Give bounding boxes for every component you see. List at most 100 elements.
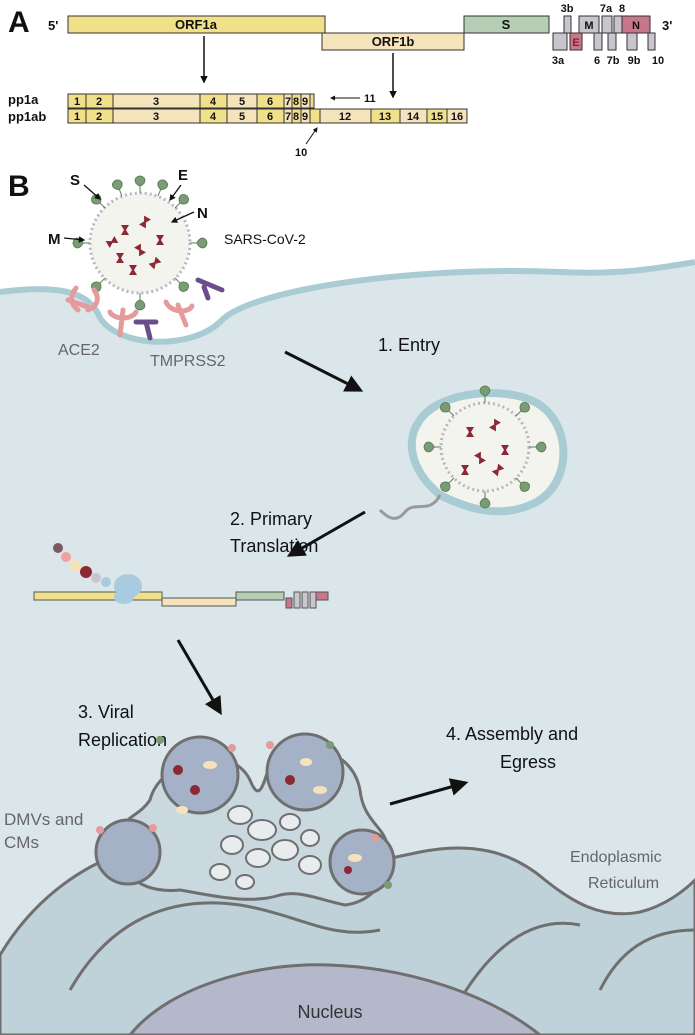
pp1a-seg-4: 4 xyxy=(210,96,217,108)
orf1a-block xyxy=(67,15,326,34)
nucleus xyxy=(128,963,543,1035)
orf3b-block xyxy=(563,15,572,34)
m-protein-pointer xyxy=(63,236,86,243)
pp1a-seg-8: 8 xyxy=(293,96,299,108)
tmprss2-label: TMPRSS2 xyxy=(150,353,226,370)
orf6-label: 6 xyxy=(594,55,600,67)
ribosome-with-polypeptide xyxy=(53,543,142,604)
double-membrane-vesicle-3 xyxy=(94,818,162,886)
orf8-label: 8 xyxy=(619,3,625,15)
step3-label-line1: 3. Viral xyxy=(78,702,134,722)
sars-cov-2-virion xyxy=(72,175,208,311)
double-membrane-vesicle-4 xyxy=(328,828,396,896)
s-protein-pointer xyxy=(83,184,101,200)
orf1b-label: ORF1b xyxy=(372,34,415,49)
three-prime-label: 3' xyxy=(662,18,672,33)
orf3a-block xyxy=(552,32,568,51)
nsp10-pointer xyxy=(305,127,318,145)
ace2-receptors xyxy=(65,285,195,338)
step1-label: 1. Entry xyxy=(378,335,440,355)
s-gene-block xyxy=(463,15,550,34)
er-label-line2: Reticulum xyxy=(588,875,659,892)
pp1ab-seg-7: 7 xyxy=(285,111,291,123)
pp1ab-seg-3: 3 xyxy=(153,111,159,123)
pp1ab-nsp16 xyxy=(446,108,468,124)
nucleus-label: Nucleus xyxy=(297,1002,362,1022)
orf10-label: 10 xyxy=(652,55,664,67)
orf7b-block xyxy=(607,32,617,51)
step4-label-line2: Egress xyxy=(500,752,556,772)
m-protein-label: M xyxy=(48,231,61,248)
step4-label-line1: 4. Assembly and xyxy=(446,724,578,744)
pp1ab-seg-1: 1 xyxy=(74,111,80,123)
pp1ab-seg-9: 9 xyxy=(302,111,308,123)
s-gene-label: S xyxy=(502,17,511,32)
er-cisterna-1 xyxy=(68,901,381,991)
n-protein-pointer xyxy=(170,211,195,223)
orf8-block xyxy=(613,15,623,34)
pp1a-seg-6: 6 xyxy=(267,96,273,108)
orf9b-block xyxy=(626,32,638,51)
dmv-label-line1: DMVs and xyxy=(4,810,83,829)
orf7b-label: 7b xyxy=(607,55,620,67)
m-gene-block xyxy=(578,15,600,34)
e-gene-block xyxy=(569,32,583,51)
pp1a-seg-1: 1 xyxy=(74,96,80,108)
dmv-label-line2: CMs xyxy=(4,833,39,852)
viral-rna-strand xyxy=(378,494,442,520)
pp1a-nsp11 xyxy=(309,93,315,109)
step2-label-line1: 2. Primary xyxy=(230,509,312,529)
pp1a-seg-5: 5 xyxy=(239,96,245,108)
pp1a-label: pp1a xyxy=(8,92,39,107)
panel-b: B xyxy=(0,167,695,1035)
ace2-label: ACE2 xyxy=(58,342,100,359)
pp1a-bar xyxy=(67,93,315,109)
five-prime-label: 5' xyxy=(48,18,58,33)
pp1ab-seg-5: 5 xyxy=(239,111,245,123)
orf1b-block xyxy=(321,32,465,51)
egress-arrow xyxy=(389,778,469,806)
panel-a-label: A xyxy=(8,6,30,39)
pp1a-seg-7: 7 xyxy=(285,96,291,108)
orf10-block xyxy=(647,32,656,51)
pp1ab-seg-15: 15 xyxy=(431,111,443,123)
pp1ab-nsp10 xyxy=(309,108,321,124)
panel-b-label: B xyxy=(8,170,30,203)
e-protein-label: E xyxy=(178,167,188,184)
orf1a-label: ORF1a xyxy=(175,17,218,32)
virus-name-label: SARS-CoV-2 xyxy=(224,231,306,247)
orf3a-label: 3a xyxy=(552,55,565,67)
pp1ab-label: pp1ab xyxy=(8,109,46,124)
entry-arrow xyxy=(284,350,364,392)
panel-a: A 5' 3' ORF1a ORF1b S E M N 3b 7a 8 3a 6 xyxy=(8,3,672,159)
er-cisterna-2 xyxy=(458,921,581,1001)
pp1a-seg-2: 2 xyxy=(96,96,102,108)
e-protein-pointer xyxy=(169,184,182,202)
pp1ab-seg-14: 14 xyxy=(407,111,420,123)
nsp11-label: 11 xyxy=(364,93,376,105)
orf7a-block xyxy=(601,15,613,34)
e-gene-label: E xyxy=(572,37,579,49)
n-gene-label: N xyxy=(632,20,640,32)
pp1ab-seg-6: 6 xyxy=(267,111,273,123)
pp1ab-seg-8: 8 xyxy=(293,111,299,123)
pp1a-seg-9: 9 xyxy=(302,96,308,108)
orf7a-label: 7a xyxy=(600,3,613,15)
pp1a-seg-3: 3 xyxy=(153,96,159,108)
tmprss2-receptors xyxy=(133,277,225,341)
dmv-vesicles xyxy=(209,805,322,890)
m-gene-label: M xyxy=(584,20,593,32)
pp1ab-seg-2: 2 xyxy=(96,111,102,123)
endosome xyxy=(378,385,568,520)
double-membrane-vesicle-1 xyxy=(156,735,240,815)
pp1ab-seg-16: 16 xyxy=(451,111,463,123)
er-cisterna-3 xyxy=(598,928,695,991)
pp1ab-seg-12: 12 xyxy=(339,111,351,123)
s-protein-label: S xyxy=(70,172,80,189)
replication-arrow xyxy=(176,639,222,716)
translation-arrow xyxy=(286,510,366,557)
er-label-line1: Endoplasmic xyxy=(570,849,662,866)
pp1ab-bar xyxy=(67,108,468,124)
